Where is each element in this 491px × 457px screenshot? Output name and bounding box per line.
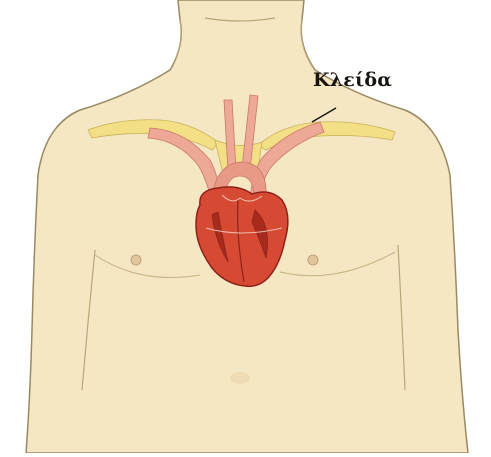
clavicle-label: Κλείδα <box>313 68 392 92</box>
navel-shadow <box>230 372 250 384</box>
left-nipple <box>131 255 141 265</box>
right-nipple <box>308 255 318 265</box>
